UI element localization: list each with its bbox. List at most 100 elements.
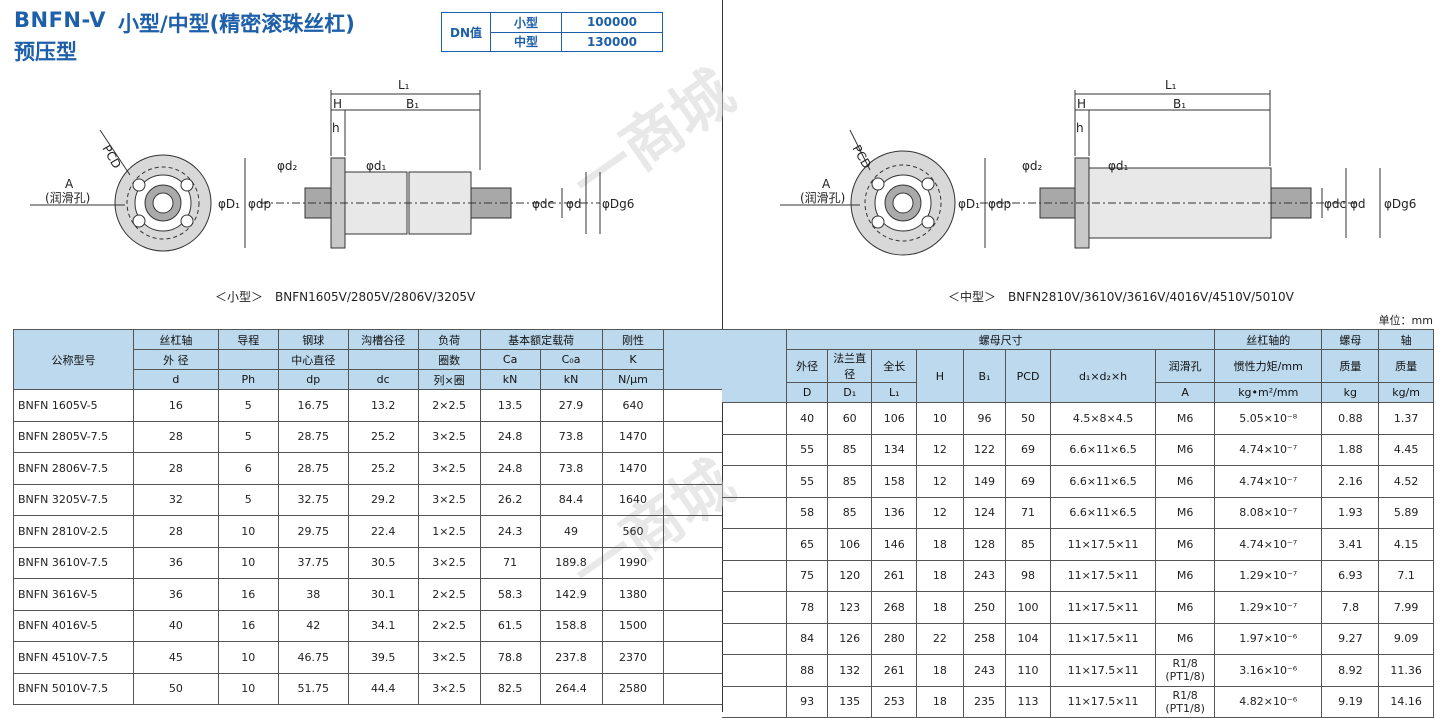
col-ca-2: kN bbox=[479, 369, 541, 390]
table-cell: 44.4 bbox=[347, 672, 419, 705]
table-cell: 4.52 bbox=[1378, 465, 1434, 498]
model-cell: BNFN 4510V-7.5 bbox=[13, 641, 134, 674]
table-cell: 18 bbox=[916, 528, 964, 561]
table-cell: 18 bbox=[916, 591, 964, 624]
table-cell: 1.37 bbox=[1378, 402, 1434, 435]
table-cell: 50 bbox=[132, 672, 219, 705]
table-cell: 28 bbox=[132, 420, 219, 453]
table-cell: 4.74×10⁻⁷ bbox=[1214, 433, 1323, 466]
table-cell: R1/8 (PT1/8) bbox=[1155, 654, 1216, 687]
table-cell: 3×2.5 bbox=[417, 452, 481, 485]
table-cell: 8.08×10⁻⁷ bbox=[1214, 496, 1323, 529]
table-cell: 2370 bbox=[601, 641, 665, 674]
table-cell: 37.75 bbox=[277, 546, 349, 579]
col-lead-blank bbox=[217, 349, 279, 370]
table-cell: 11×17.5×11 bbox=[1049, 685, 1157, 718]
table-cell: 1380 bbox=[601, 578, 665, 611]
row-spacer bbox=[722, 622, 788, 655]
dim-D1: φD₁ bbox=[958, 197, 980, 211]
table-cell: 243 bbox=[962, 654, 1007, 687]
table-cell: 135 bbox=[826, 685, 873, 718]
table-cell: 1500 bbox=[601, 609, 665, 642]
table-cell: 113 bbox=[1005, 685, 1051, 718]
unit-label: 单位：mm bbox=[1378, 314, 1433, 327]
model-cell: BNFN 4016V-5 bbox=[13, 609, 134, 642]
small-type-drawing: L₁ H B₁ h φd₂ φd₁ φD₁ φdp φdc φd φDg6 PC… bbox=[30, 78, 634, 252]
table-cell: 18 bbox=[916, 559, 964, 592]
table-cell: 243 bbox=[962, 559, 1007, 592]
dim-d: φd bbox=[566, 197, 582, 211]
table-cell: 2×2.5 bbox=[417, 578, 481, 611]
dn-label: DN值 bbox=[441, 12, 491, 52]
table-cell: 6.6×11×6.5 bbox=[1049, 433, 1157, 466]
table-cell: 6.93 bbox=[1321, 559, 1380, 592]
col-spacer bbox=[663, 329, 722, 390]
table-cell: 58 bbox=[786, 496, 828, 529]
col-H: H bbox=[916, 349, 964, 403]
table-cell: 25.2 bbox=[347, 420, 419, 453]
table-cell: 4.45 bbox=[1378, 433, 1434, 466]
table-cell: M6 bbox=[1155, 402, 1216, 435]
table-cell: 27.9 bbox=[539, 389, 603, 422]
table-cell: 7.1 bbox=[1378, 559, 1434, 592]
table-cell: 149 bbox=[962, 465, 1007, 498]
dn-size-small: 小型 bbox=[490, 12, 562, 33]
table-cell: 2.16 bbox=[1321, 465, 1380, 498]
col-root-dia-1: 沟槽谷径 bbox=[347, 329, 419, 350]
col-c0a-1: C₀a bbox=[539, 349, 603, 370]
table-cell: M6 bbox=[1155, 528, 1216, 561]
table-cell: 98 bbox=[1005, 559, 1051, 592]
table-cell: 132 bbox=[826, 654, 873, 687]
dim-h: h bbox=[1076, 121, 1084, 135]
table-cell: 85 bbox=[826, 496, 873, 529]
row-spacer bbox=[663, 578, 722, 611]
dim-dp: φdp bbox=[248, 197, 271, 211]
col-ball-center-3: dp bbox=[277, 369, 349, 390]
table-cell: 28 bbox=[132, 515, 219, 548]
col-inertia-1: 丝杠轴的 bbox=[1214, 329, 1323, 350]
table-cell: 32 bbox=[132, 483, 219, 516]
table-cell: 5.05×10⁻⁸ bbox=[1214, 402, 1323, 435]
dim-L1: L₁ bbox=[398, 78, 410, 92]
table-cell: 158.8 bbox=[539, 609, 603, 642]
table-cell: 1.88 bbox=[1321, 433, 1380, 466]
preload-title: 预压型 bbox=[14, 40, 77, 64]
col-shaft-od-2: 外 径 bbox=[132, 349, 219, 370]
table-cell: 6.6×11×6.5 bbox=[1049, 496, 1157, 529]
table-cell: 58.3 bbox=[479, 578, 541, 611]
table-cell: 24.8 bbox=[479, 452, 541, 485]
col-model: 公称型号 bbox=[13, 329, 134, 390]
table-cell: 16.75 bbox=[277, 389, 349, 422]
table-cell: M6 bbox=[1155, 591, 1216, 624]
table-cell: 75 bbox=[786, 559, 828, 592]
table-cell: 39.5 bbox=[347, 641, 419, 674]
dim-D1: φD₁ bbox=[218, 197, 240, 211]
table-cell: 82.5 bbox=[479, 672, 541, 705]
table-cell: 142.9 bbox=[539, 578, 603, 611]
table-cell: 22 bbox=[916, 622, 964, 655]
table-cell: 25.2 bbox=[347, 452, 419, 485]
table-cell: 42 bbox=[277, 609, 349, 642]
table-cell: 128 bbox=[962, 528, 1007, 561]
table-cell: 34.1 bbox=[347, 609, 419, 642]
table-cell: 13.2 bbox=[347, 389, 419, 422]
row-spacer bbox=[722, 591, 788, 624]
label-A: A bbox=[822, 177, 831, 191]
table-cell: 45 bbox=[132, 641, 219, 674]
table-cell: 36 bbox=[132, 546, 219, 579]
col-ca-1: Ca bbox=[479, 349, 541, 370]
table-cell: 3×2.5 bbox=[417, 672, 481, 705]
table-cell: 30.1 bbox=[347, 578, 419, 611]
table-cell: 11×17.5×11 bbox=[1049, 528, 1157, 561]
dim-h: h bbox=[332, 121, 340, 135]
table-cell: 85 bbox=[826, 433, 873, 466]
col-load-group: 基本额定载荷 bbox=[479, 329, 603, 350]
table-cell: 10 bbox=[916, 402, 964, 435]
table-cell: 60 bbox=[826, 402, 873, 435]
table-cell: 122 bbox=[962, 433, 1007, 466]
